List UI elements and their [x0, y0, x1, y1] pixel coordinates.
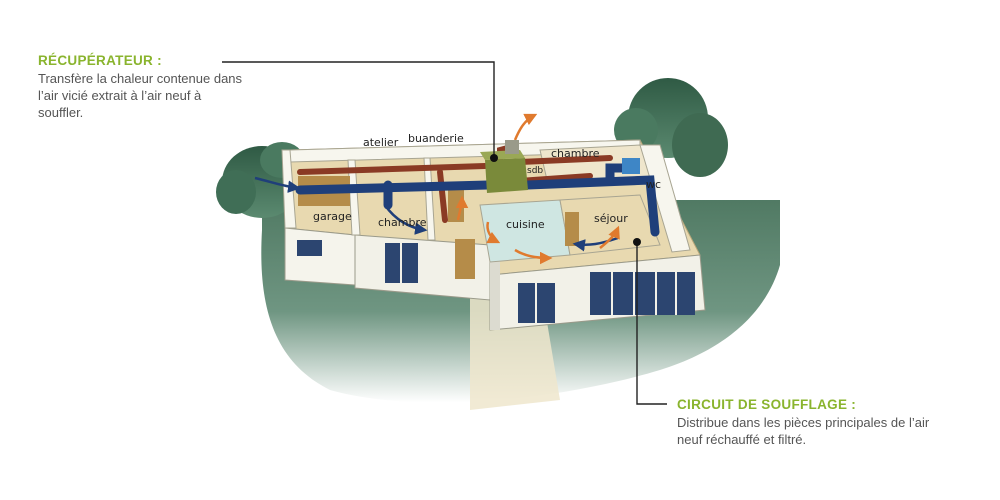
- callout-recuperateur-title: RÉCUPÉRATEUR :: [38, 52, 243, 69]
- window-sejour-right: [590, 272, 695, 315]
- room-label-sejour: séjour: [594, 212, 628, 225]
- callout-soufflage: CIRCUIT DE SOUFFLAGE : Distribue dans le…: [677, 396, 952, 448]
- room-label-atelier: atelier: [363, 136, 399, 149]
- leader-dot-soufflage: [633, 238, 641, 246]
- door-chambre: [455, 239, 475, 279]
- supply-intake-box: [622, 158, 640, 174]
- room-label-chambre-left: chambre: [378, 216, 427, 229]
- front-wall-garage: [285, 228, 355, 285]
- window-garage: [297, 240, 322, 256]
- door-cuisine: [565, 212, 579, 246]
- callout-recuperateur: RÉCUPÉRATEUR : Transfère la chaleur cont…: [38, 52, 243, 121]
- callout-soufflage-text: Distribue dans les pièces principales de…: [677, 414, 952, 448]
- room-label-garage: garage: [313, 210, 352, 223]
- room-label-buanderie: buanderie: [408, 132, 464, 145]
- room-label-wc: wc: [646, 178, 661, 191]
- room-label-chambre-top: chambre: [551, 147, 600, 160]
- room-label-cuisine: cuisine: [506, 218, 545, 231]
- leader-dot-recuperateur: [490, 154, 498, 162]
- callout-soufflage-title: CIRCUIT DE SOUFFLAGE :: [677, 396, 952, 413]
- room-label-sdb: sdb: [527, 166, 543, 176]
- callout-recuperateur-text: Transfère la chaleur contenue dans l’air…: [38, 70, 243, 121]
